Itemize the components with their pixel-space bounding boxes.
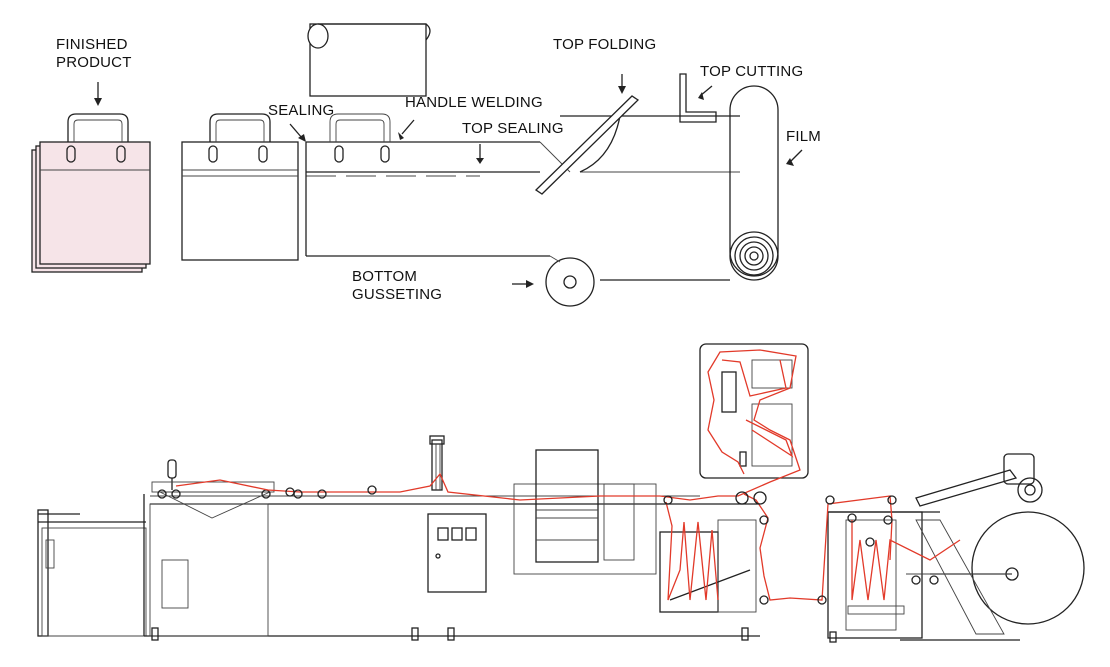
film-arrow xyxy=(789,149,803,163)
handle-welding-arrow xyxy=(401,119,415,135)
bottom-gusseting-label-line1: BOTTOM xyxy=(352,268,418,285)
handle-supply-roll xyxy=(307,23,431,97)
finished-product-label-line1: FINISHED xyxy=(56,36,128,53)
film-label: FILM xyxy=(786,128,821,145)
top-sealing-label: TOP SEALING xyxy=(462,120,564,137)
finished-product-label-line2: PRODUCT xyxy=(56,54,132,71)
bottom-gusseting-roller xyxy=(545,255,595,307)
bottom-gusseting-label-line2: GUSSETING xyxy=(352,286,443,303)
finished-product-arrowhead xyxy=(94,98,102,106)
handle-welding-label: HANDLE WELDING xyxy=(405,94,543,111)
top-folding-blade xyxy=(534,95,640,195)
film-roll xyxy=(600,85,779,281)
web-path xyxy=(175,349,961,605)
sealing-label: SEALING xyxy=(268,102,335,119)
film-web xyxy=(305,113,740,257)
finished-product-label: FINISHED PRODUCT xyxy=(56,36,132,72)
bottom-gusseting-label: BOTTOM GUSSETING xyxy=(352,268,442,304)
top-folding-label: TOP FOLDING xyxy=(553,36,657,53)
finished-product-stack xyxy=(31,113,151,273)
machine-elevation xyxy=(37,343,1085,643)
sealed-bag xyxy=(181,113,299,261)
sealing-arrow xyxy=(289,123,303,139)
top-cutting-label: TOP CUTTING xyxy=(700,63,804,80)
top-cutting-knife xyxy=(679,73,717,123)
